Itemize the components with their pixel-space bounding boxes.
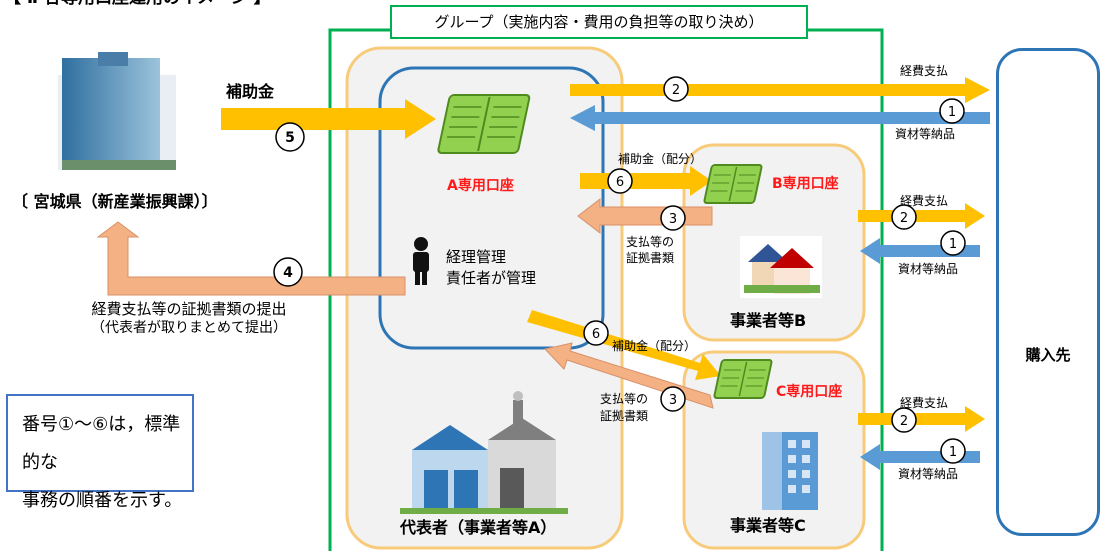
step-marker-2-a: 2 [663,76,689,102]
arrow-a-delivery [570,105,990,131]
business-c-name: 事業者等C [730,516,806,535]
step-marker-2-b: 2 [891,204,917,230]
group-header-label: グループ（実施内容・費用の負担等の取り決め） [390,5,808,39]
step-number: 6 [616,175,624,190]
step-number: 1 [948,105,956,120]
evidence-b-line2: 証拠書類 [626,251,675,265]
evidence-c-line2: 証拠書類 [600,409,649,423]
arrow-b-payment [858,203,985,229]
note-line1: 番号①～⑥は，標準的な [22,414,181,473]
business-b-name: 事業者等B [730,311,807,330]
step-number: 5 [285,130,295,146]
step-number: 2 [672,83,680,98]
payment-label-b: 経費支払 [900,194,949,208]
step-number: 1 [949,445,957,460]
evidence-b-line1: 支払等の [626,235,675,249]
ledger-icon-c [713,359,773,399]
manager-line2: 責任者が管理 [446,269,537,287]
arrow-a-payment [570,77,990,103]
note-line2: 事務の順番を示す。 [22,490,183,511]
step-number: 3 [669,393,677,408]
arrow-b-delivery [860,238,980,264]
factory-icon [400,391,568,514]
account-a-label: A専用口座 [447,178,514,194]
step-marker-1-a: 1 [939,98,965,124]
step-marker-3-c: 3 [660,386,686,412]
delivery-label-b: 資材等納品 [898,262,959,276]
arrow-subsidy-to-a [221,99,436,139]
step-marker-2-c: 2 [891,407,917,433]
delivery-label-c: 資材等納品 [898,467,959,481]
payment-label-a: 経費支払 [900,64,949,78]
step-number: 6 [592,327,600,342]
submit-evidence-line1: 経費支払等の証拠書類の提出 [91,300,287,318]
page-title: 【 Ⅱ 各専用口座運用のイメージ 】 [4,0,271,9]
ledger-icon-b [703,164,763,204]
step-marker-1-c: 1 [940,438,966,464]
supplier-container [996,48,1100,536]
houses-icon [740,236,822,298]
step-number: 2 [900,414,908,429]
office-building-icon [762,432,818,510]
step-marker-4: 4 [273,257,303,287]
arrow-subsidy-to-c [527,310,721,380]
arrow-c-payment [858,406,985,432]
manager-line1: 経理管理 [446,248,507,266]
supplier-name: 購入先 [1025,346,1071,364]
prefecture-building-icon [58,52,176,170]
step-order-note: 番号①～⑥は，標準的な 事務の順番を示す。 [6,394,194,511]
arrow-evidence-to-prefecture [96,221,406,296]
account-c-label: C専用口座 [776,384,843,400]
payment-label-c: 経費支払 [900,396,949,410]
account-b-label: B専用口座 [772,176,839,192]
step-number: 4 [283,265,293,281]
step-number: 3 [669,212,677,227]
subsidy-alloc-label-b: 補助金（配分） [618,152,703,166]
subsidy-alloc-label-c: 補助金（配分） [612,339,697,353]
subsidy-label: 補助金 [226,82,275,101]
ledger-icon-a [437,94,531,154]
submit-evidence-line2: （代表者が取りまとめて提出） [91,320,287,336]
step-marker-1-b: 1 [940,230,966,256]
arrow-c-delivery [860,444,980,470]
step-marker-5: 5 [275,122,305,152]
step-number: 2 [900,211,908,226]
step-marker-3-b: 3 [660,205,686,231]
delivery-label-a: 資材等納品 [895,127,956,141]
step-marker-6-b: 6 [607,168,633,194]
person-icon [413,237,429,285]
prefecture-name: 〔 宮城県（新産業振興課）〕 [12,192,218,211]
step-number: 1 [949,237,957,252]
evidence-c-line1: 支払等の [600,392,649,406]
representative-name: 代表者（事業者等A） [400,518,557,537]
step-marker-6-c: 6 [583,320,609,346]
